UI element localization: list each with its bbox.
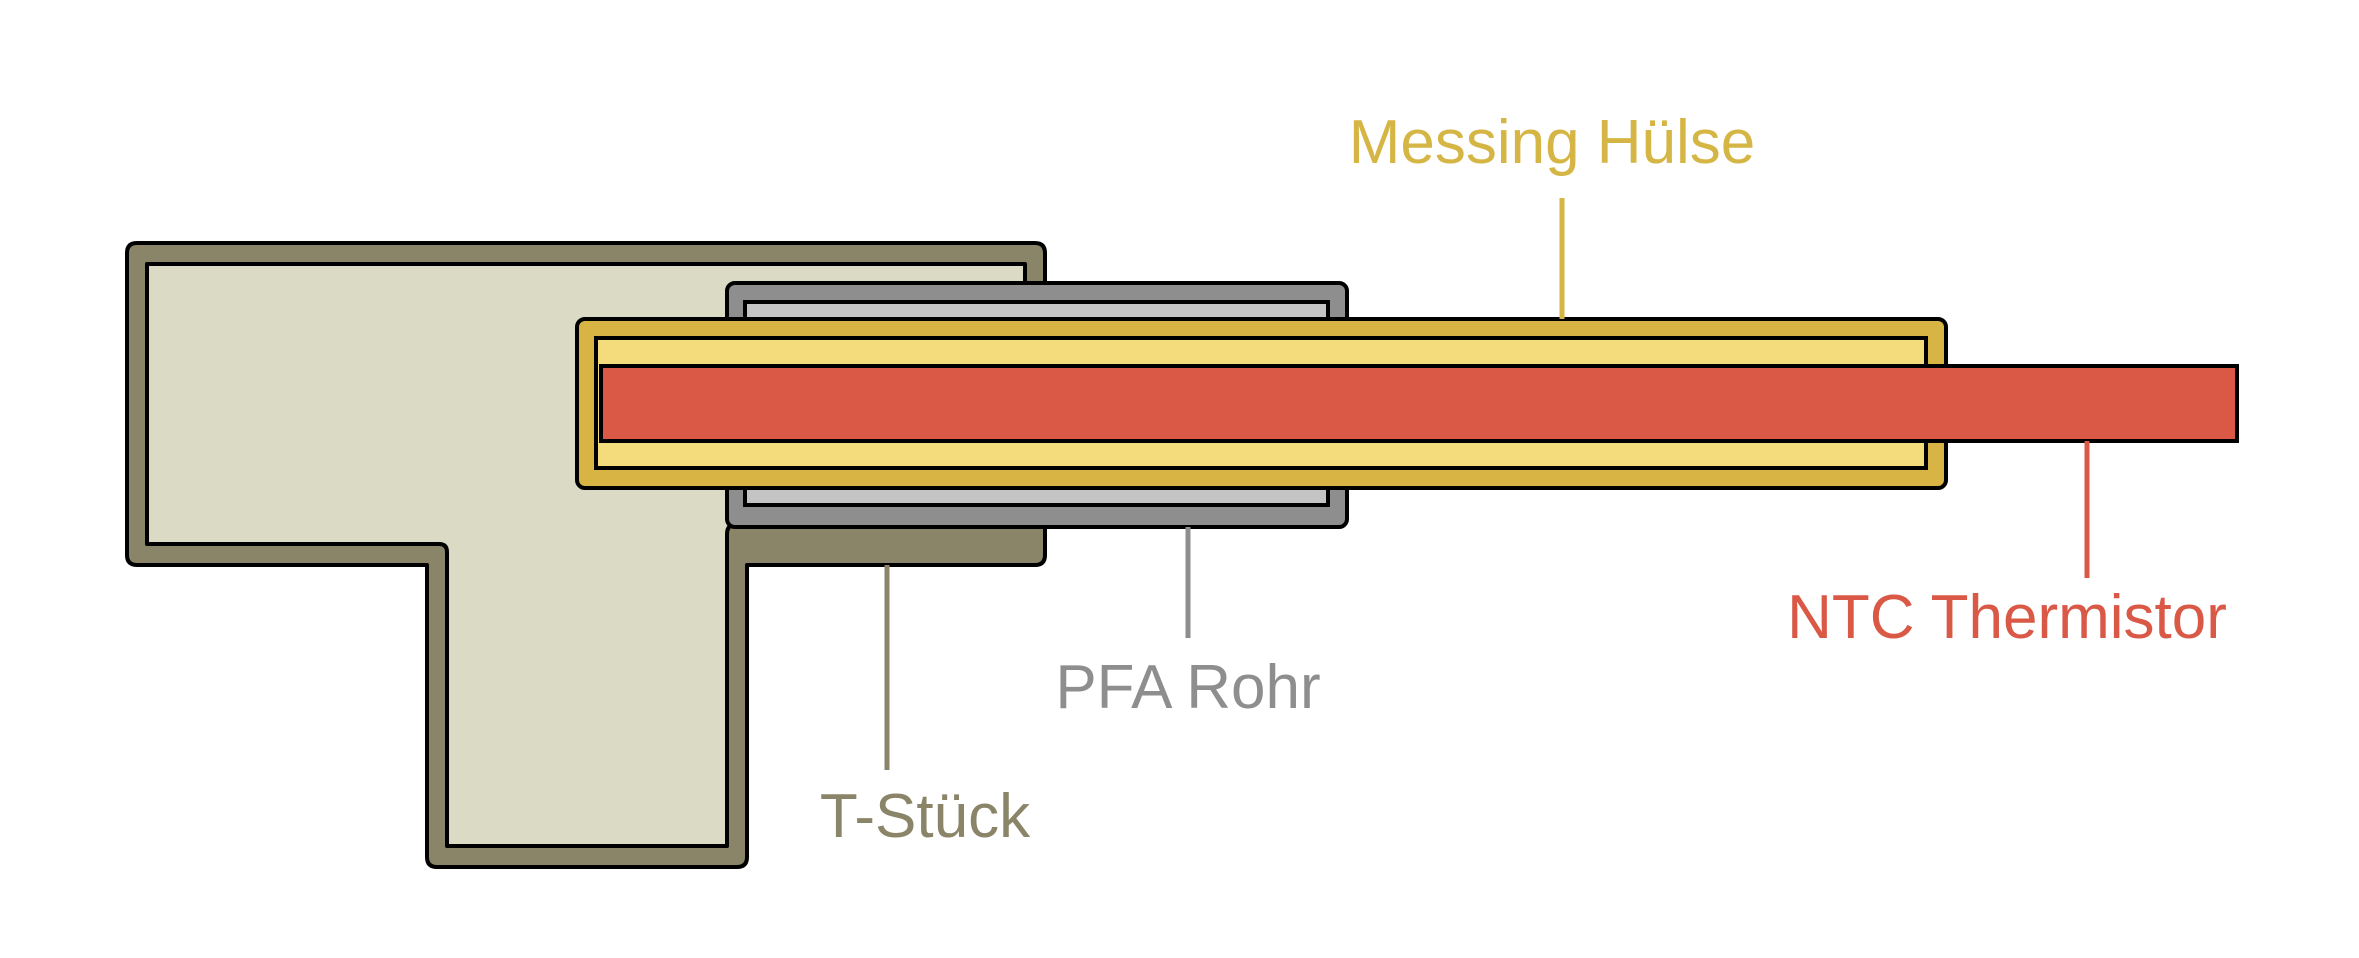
label-t-stueck: T-Stück [820, 782, 1031, 851]
label-messing-huelse: Messing Hülse [1349, 108, 1756, 177]
ntc-thermistor [599, 364, 2239, 443]
label-ntc-thermistor: NTC Thermistor [1787, 583, 2227, 652]
label-pfa-rohr: PFA Rohr [1055, 653, 1320, 722]
